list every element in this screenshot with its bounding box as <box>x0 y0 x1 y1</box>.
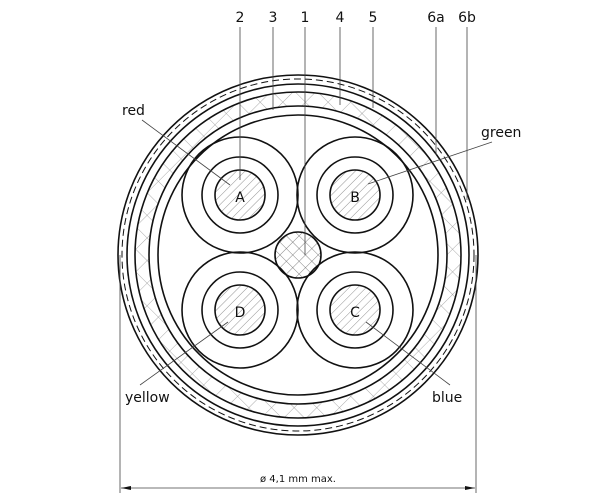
conductor-letter: B <box>350 190 360 206</box>
label-green: green <box>481 125 521 141</box>
callout-3: 3 <box>269 10 278 26</box>
inner-sheath-3 <box>157 114 439 396</box>
callouts: 2 3 1 4 5 6a 6b <box>236 10 476 255</box>
label-yellow: yellow <box>125 390 170 406</box>
callout-6a: 6a <box>427 10 445 26</box>
color-labels: red green yellow blue <box>122 103 521 406</box>
conductor-C: C <box>296 251 414 369</box>
braid-outer-edge <box>134 91 462 419</box>
diameter-label: ø 4,1 mm max. <box>260 474 336 485</box>
callout-5: 5 <box>369 10 378 26</box>
label-blue: blue <box>432 390 462 406</box>
diameter-dimension: ø 4,1 mm max. <box>119 255 477 493</box>
conductor-letter: A <box>235 190 245 206</box>
callout-2: 2 <box>236 10 245 26</box>
center-filler-1 <box>274 231 322 279</box>
callout-1: 1 <box>301 10 310 26</box>
conductor-letter: D <box>235 305 246 321</box>
conductor-B: B <box>296 136 414 254</box>
conductor-A: A <box>181 136 299 254</box>
label-red: red <box>122 103 145 119</box>
callout-6b: 6b <box>458 10 476 26</box>
foil-layer-4 <box>148 105 448 405</box>
callout-4: 4 <box>336 10 345 26</box>
conductor-letter: C <box>350 305 360 321</box>
